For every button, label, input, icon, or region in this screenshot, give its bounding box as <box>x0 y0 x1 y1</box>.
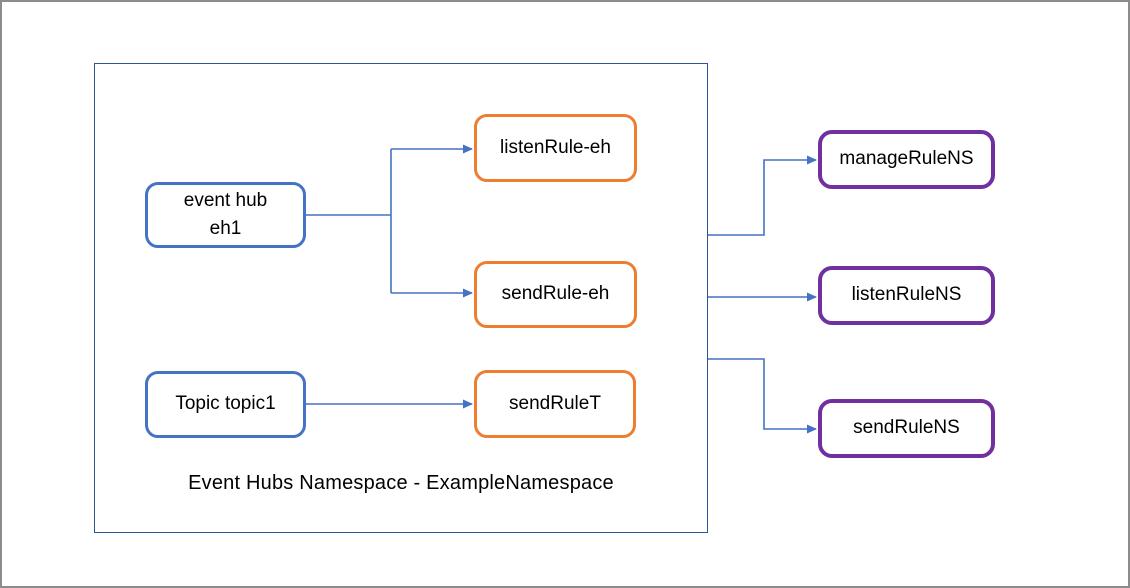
node-sendrulens: sendRuleNS <box>818 399 995 458</box>
node-sendrulet: sendRuleT <box>474 370 636 438</box>
node-listenrulens-label: listenRuleNS <box>851 284 962 306</box>
edge-namespace-to-sendrulens <box>708 358 817 434</box>
node-managerulens-label: manageRuleNS <box>839 148 974 170</box>
node-event-hub-eh1-label: event hub eh1 <box>183 189 268 240</box>
node-listenrulens: listenRuleNS <box>818 266 995 325</box>
node-sendrulet-label: sendRuleT <box>509 392 601 414</box>
node-topic-topic1: Topic topic1 <box>145 371 306 438</box>
namespace-container: Event Hubs Namespace - ExampleNamespace <box>94 63 708 533</box>
node-listenrule-eh: listenRule-eh <box>474 114 637 182</box>
node-topic-topic1-label: Topic topic1 <box>175 393 276 415</box>
node-managerulens: manageRuleNS <box>818 130 995 189</box>
node-sendrulens-label: sendRuleNS <box>853 417 960 439</box>
node-sendrule-eh-label: sendRule-eh <box>501 283 610 305</box>
node-sendrule-eh: sendRule-eh <box>474 261 637 328</box>
node-event-hub-eh1: event hub eh1 <box>145 182 306 248</box>
edge-namespace-to-managerulens <box>708 155 817 236</box>
node-listenrule-eh-label: listenRule-eh <box>500 136 611 158</box>
namespace-title: Event Hubs Namespace - ExampleNamespace <box>188 472 614 494</box>
